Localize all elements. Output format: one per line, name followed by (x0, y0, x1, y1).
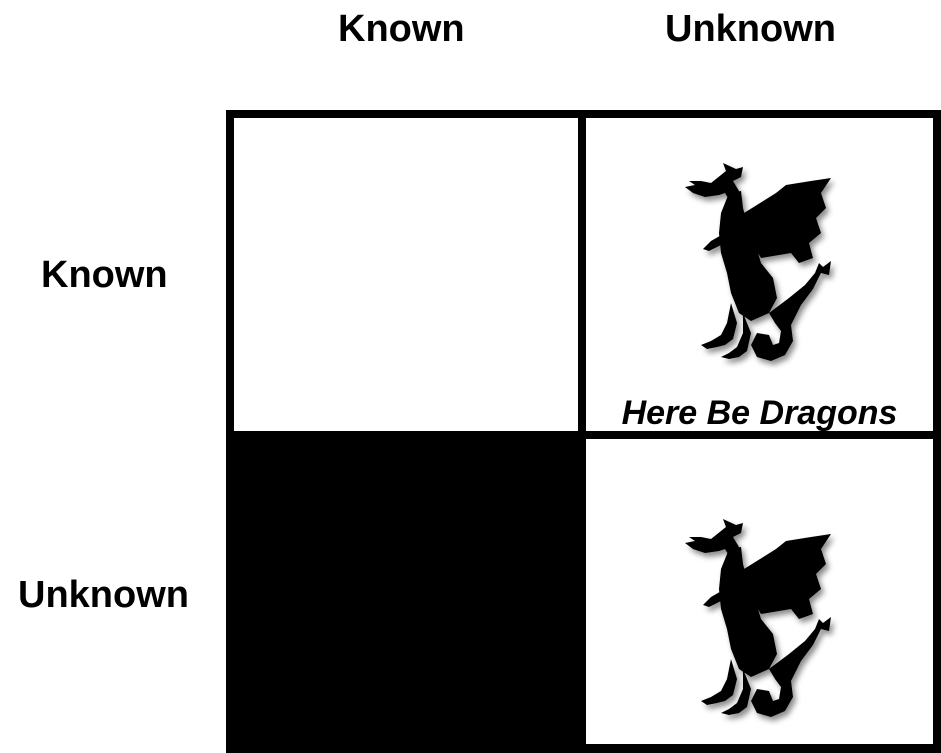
column-label-unknown: Unknown (665, 10, 836, 48)
dragon-icon (681, 519, 841, 729)
here-be-dragons-caption: Here Be Dragons (586, 396, 933, 430)
dragon-icon (681, 163, 841, 373)
cell-unknown-unknown (586, 439, 933, 744)
cell-known-unknown: Here Be Dragons (586, 118, 933, 431)
cell-unknown-known (234, 439, 578, 753)
knowledge-matrix: Here Be Dragons (226, 110, 941, 753)
column-label-known: Known (338, 10, 465, 48)
row-label-known: Known (41, 256, 168, 294)
row-label-unknown: Unknown (18, 576, 189, 614)
cell-known-known (234, 118, 578, 431)
